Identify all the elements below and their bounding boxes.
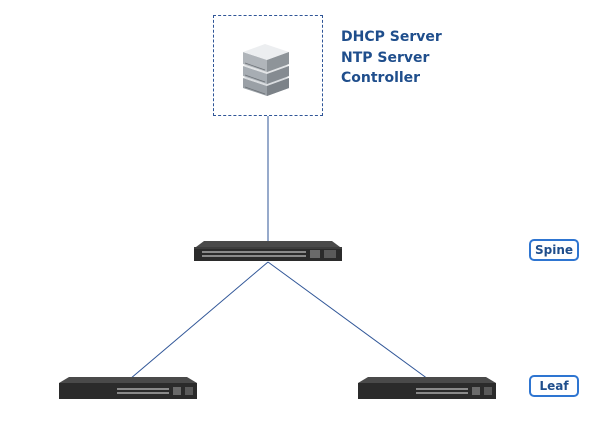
spine-switch-icon bbox=[194, 241, 342, 261]
spine-badge: Spine bbox=[529, 239, 579, 261]
role-ntp-server: NTP Server bbox=[341, 49, 430, 66]
role-dhcp-server: DHCP Server bbox=[341, 29, 442, 45]
link-spine-leaf2 bbox=[267, 261, 429, 380]
leaf-switch-icon-1 bbox=[59, 377, 197, 399]
leaf-switch-icon-2 bbox=[358, 377, 496, 399]
link-spine-leaf1 bbox=[129, 261, 269, 380]
role-controller: Controller bbox=[341, 70, 421, 86]
server-stack-icon bbox=[243, 44, 289, 96]
server-group-box bbox=[213, 15, 323, 116]
server-roles: DHCP Server NTP Server Controller bbox=[341, 27, 442, 89]
leaf-badge: Leaf bbox=[529, 375, 579, 397]
